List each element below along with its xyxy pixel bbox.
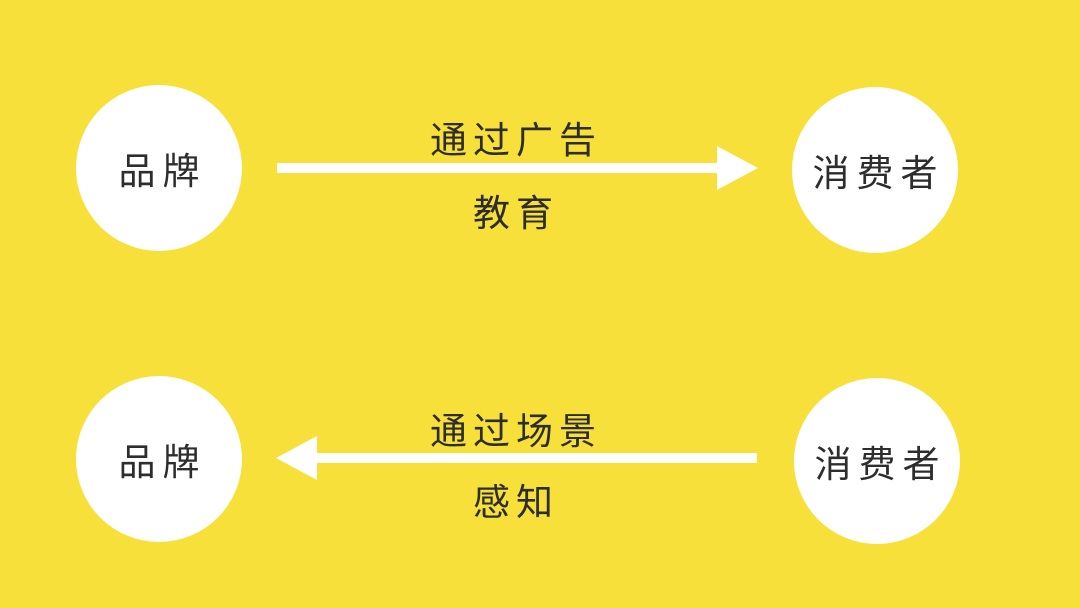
brand-node-bottom: 品牌 [76,376,242,542]
arrow-label-bottom-row2: 感知 [473,482,559,523]
right-arrow [277,146,758,190]
consumer-node-top: 消费者 [792,87,958,253]
arrow-label-bottom-row1: 教育 [473,193,559,234]
consumer-node-label: 消费者 [812,153,945,194]
arrow-label-top-row2: 通过场景 [430,411,602,452]
brand-node-top: 品牌 [76,85,242,251]
brand-node-label: 品牌 [118,442,207,483]
brand-node-label: 品牌 [118,151,207,192]
consumer-node-bottom: 消费者 [794,378,960,544]
arrow-label-top-row1: 通过广告 [430,120,602,161]
left-arrow [276,436,757,480]
consumer-node-label: 消费者 [814,444,947,485]
